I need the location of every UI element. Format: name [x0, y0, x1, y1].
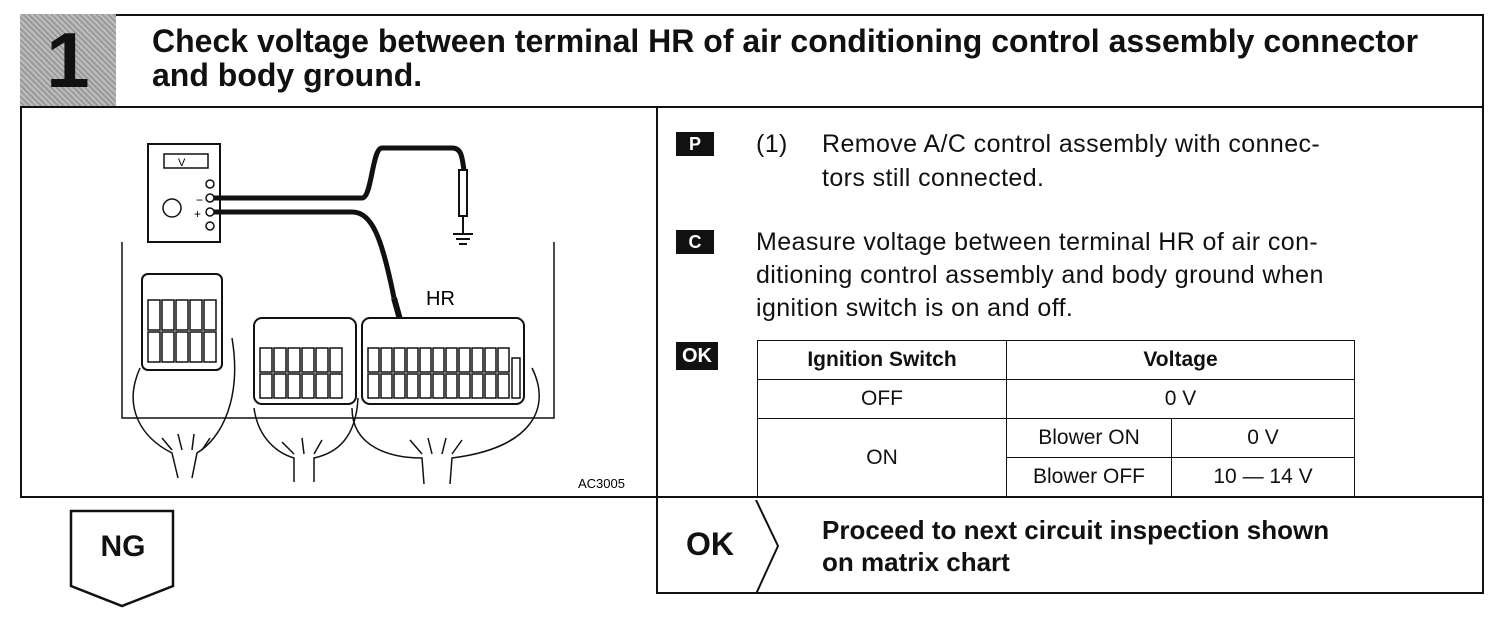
wiring-figure: − + [121, 143, 625, 491]
check-line-3: ignition switch is on and off. [756, 294, 1074, 322]
off-value: 0 V [1006, 379, 1355, 419]
step-number: 1 [46, 16, 90, 104]
prep-line-2: tors still connected. [822, 164, 1045, 192]
meter-label: V [178, 157, 186, 169]
hr-lead [214, 209, 397, 299]
header-voltage: Voltage [1006, 340, 1355, 380]
prep-tag: P [676, 132, 714, 156]
ground-probe [458, 169, 468, 217]
wire-harnesses [132, 337, 540, 485]
ok-tag: OK [676, 342, 718, 370]
multimeter-display [163, 153, 209, 169]
figure-code: AC3005 [578, 476, 625, 491]
ok-result-line-2: on matrix chart [822, 547, 1010, 577]
instruction-frame [656, 106, 1484, 498]
connector-middle [253, 317, 357, 405]
svg-text:+: + [194, 207, 201, 221]
ng-badge-shape [69, 509, 175, 608]
hr-label: HR [426, 288, 455, 310]
table-row-value: 0 V [1171, 418, 1355, 458]
ng-label: NG [100, 530, 146, 563]
svg-text:−: − [196, 193, 203, 207]
panel-outline [121, 242, 555, 419]
table-row-condition: Blower OFF [1006, 457, 1172, 497]
multimeter-dial [162, 198, 182, 218]
ground-lead [214, 145, 467, 201]
prep-number: (1) [756, 130, 788, 158]
prep-line-1: Remove A/C control assembly with connec- [822, 130, 1321, 158]
step-number-box: 1 [20, 14, 116, 106]
header-ignition-switch: Ignition Switch [757, 340, 1007, 380]
ok-result-frame [656, 498, 1484, 594]
table-row-condition: Blower ON [1006, 418, 1172, 458]
connector-left [141, 273, 223, 371]
check-tag: C [676, 230, 714, 254]
check-line-2: ditioning control assembly and body grou… [756, 261, 1324, 289]
on-label: ON [757, 418, 1007, 497]
step-title: Check voltage between terminal HR of air… [152, 23, 1419, 93]
ok-result-line-1: Proceed to next circuit inspection shown [822, 515, 1330, 545]
check-line-1: Measure voltage between terminal HR of a… [756, 228, 1319, 256]
ok-arrow-divider [755, 500, 780, 594]
off-label: OFF [757, 379, 1007, 419]
connector-right [361, 317, 525, 405]
table-row-value: 10 — 14 V [1171, 457, 1355, 497]
ok-result-label: OK [686, 526, 734, 562]
voltage-table: Ignition Switch Voltage OFF 0 V ON Blowe… [757, 340, 1355, 497]
